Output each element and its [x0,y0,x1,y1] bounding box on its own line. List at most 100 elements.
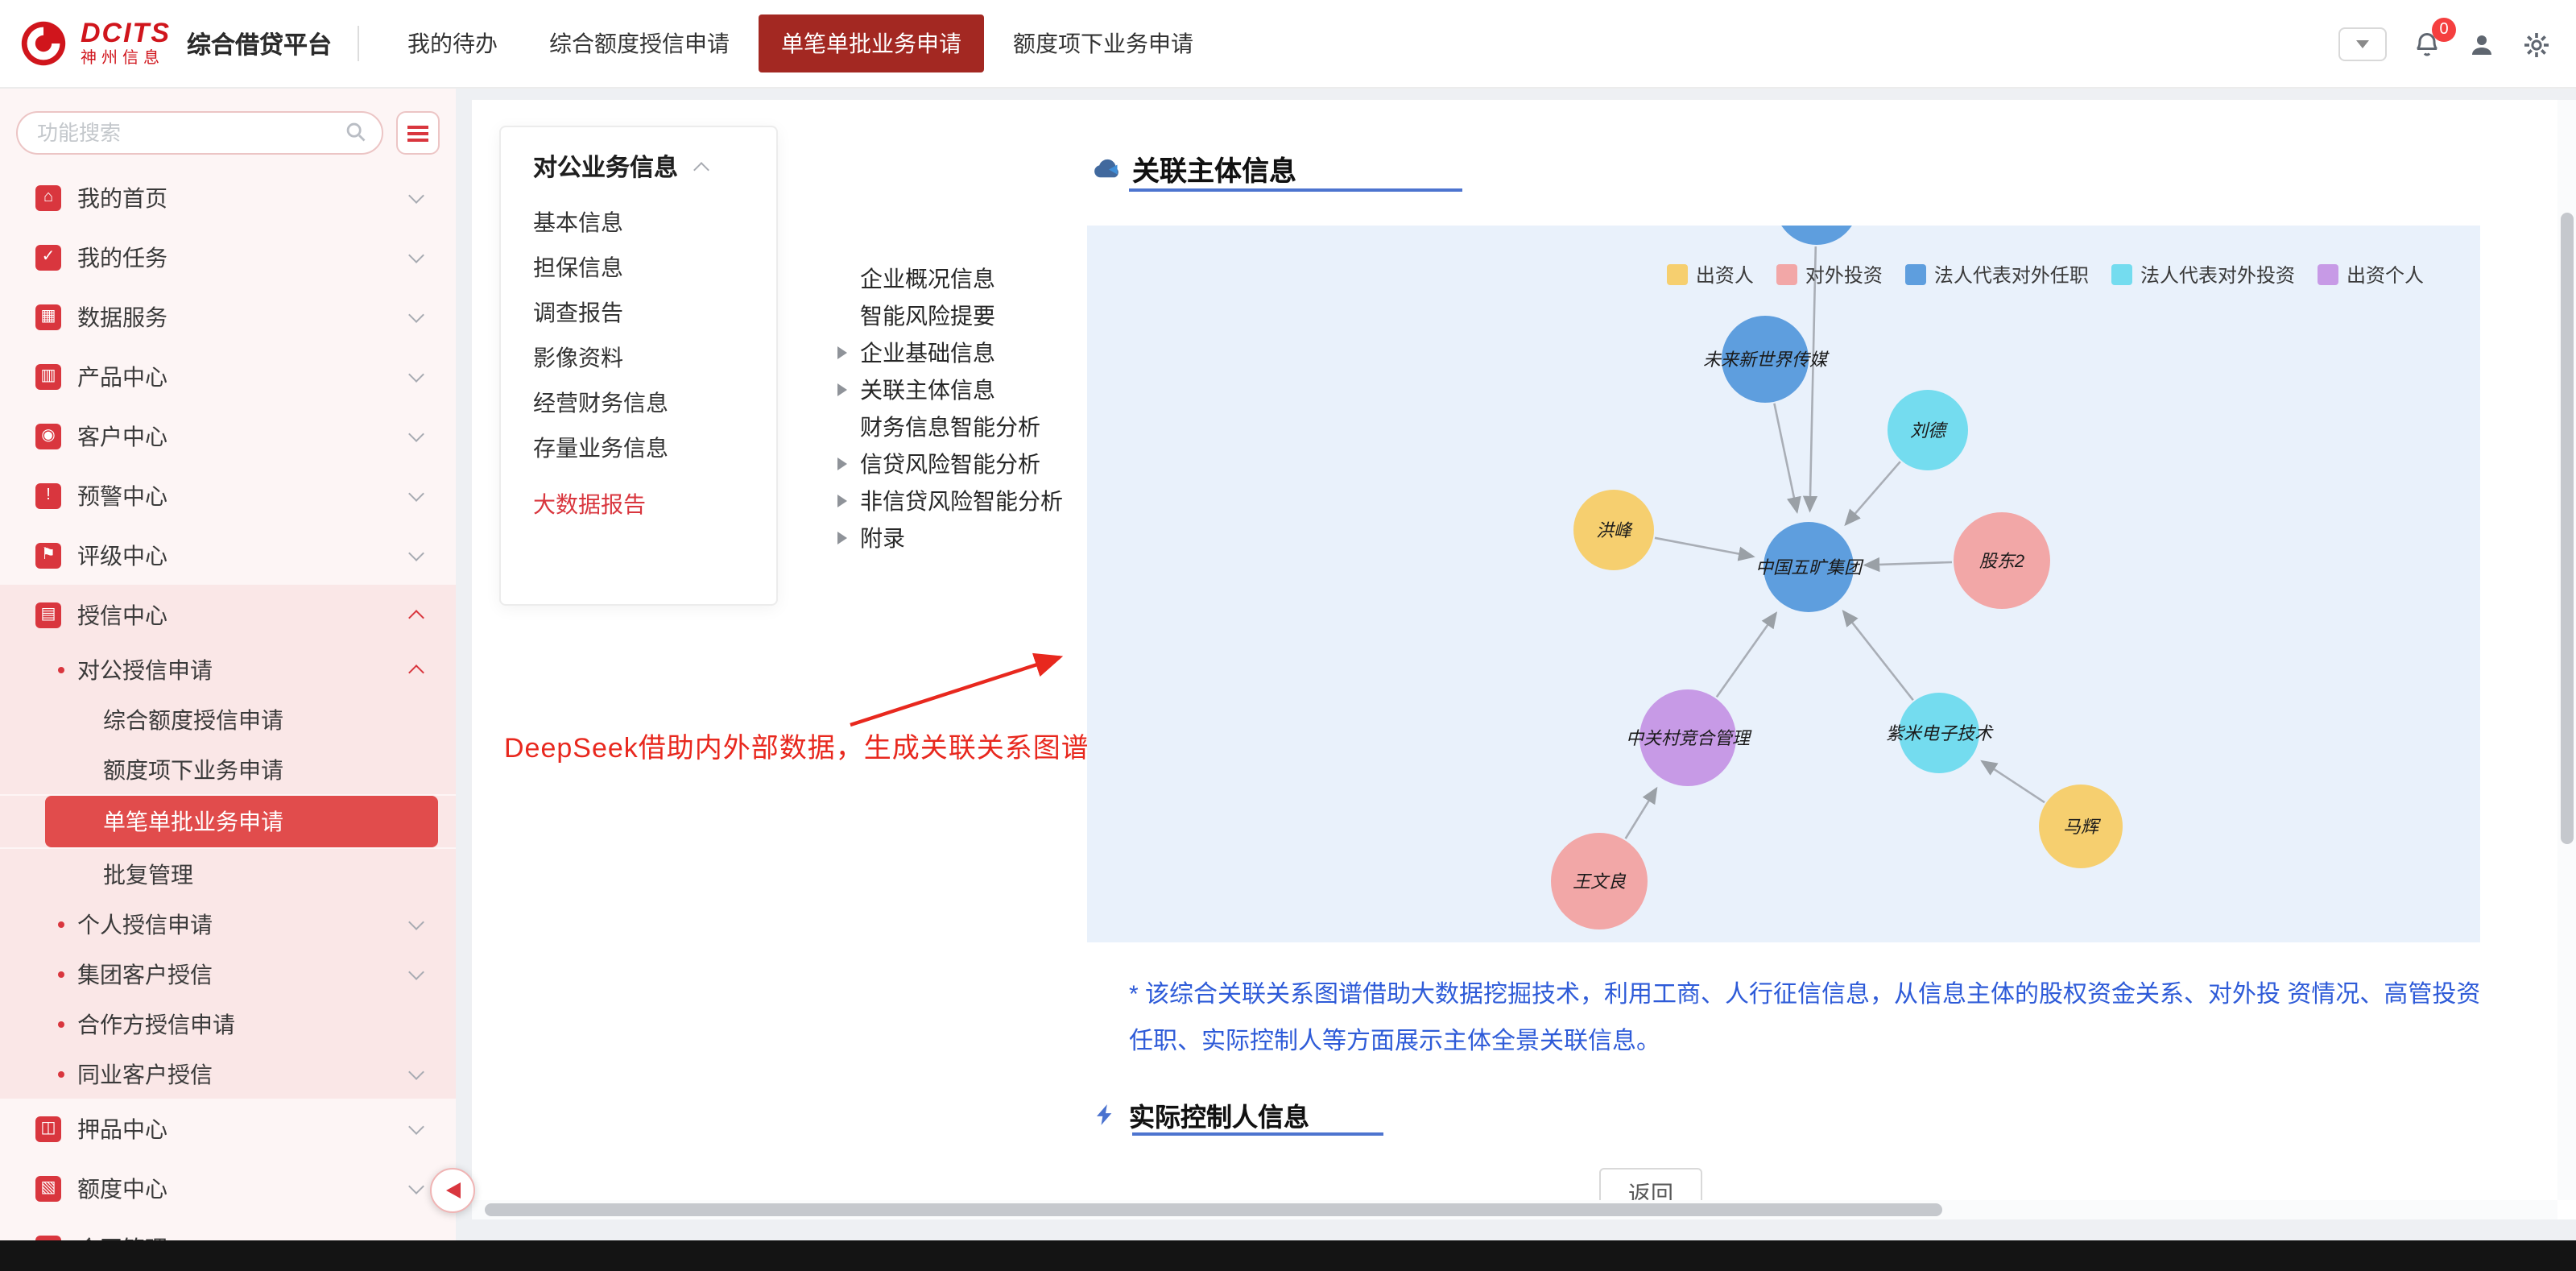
sidebar-item-collateral-center[interactable]: ◫ 押品中心 [0,1099,456,1158]
toc-noncredit-risk-smart-analysis[interactable]: 非信贷风险智能分析 [837,483,1063,520]
report-nav-image-materials[interactable]: 影像资料 [533,345,623,371]
platform-title: 综合借贷平台 [187,31,333,59]
user-profile-button[interactable] [2467,30,2496,59]
report-nav-investigation-report[interactable]: 调查报告 [533,300,623,325]
sidebar-item-approval-management[interactable]: 批复管理 [0,849,456,899]
sidebar-item-group-customer-credit[interactable]: 集团客户授信 [0,949,456,999]
sidebar-collapse-button[interactable] [430,1168,475,1213]
sidebar-item-tasks[interactable]: ✓ 我的任务 [0,227,456,287]
chevron-down-icon [409,369,424,383]
svg-text:王文良: 王文良 [1573,871,1627,892]
vertical-scrollbar-track[interactable] [2557,100,2576,1200]
top-nav-my-todo[interactable]: 我的待办 [407,31,498,56]
sidebar-item-single-batch-application[interactable]: 单笔单批业务申请 [45,796,438,847]
svg-text:未来新世界传媒: 未来新世界传媒 [1703,350,1830,370]
sidebar-item-product-center[interactable]: ▥ 产品中心 [0,346,456,406]
toc-related-entity-info[interactable]: 关联主体信息 [837,372,1063,409]
sidebar-item-partner-credit-application[interactable]: 合作方授信申请 [0,999,456,1049]
chevron-up-icon [409,662,424,677]
sidebar-item-customer-center[interactable]: ◉ 客户中心 [0,406,456,466]
sidebar-item-contract-management[interactable]: ✉ 合同管理 [0,1218,456,1240]
chevron-down-icon [409,1121,424,1136]
alert-icon: ! [35,482,61,508]
sidebar-item-interbank-customer-credit[interactable]: 同业客户授信 [0,1049,456,1099]
toc-financial-smart-analysis[interactable]: 财务信息智能分析 [860,414,1040,440]
legend-swatch-investor [1666,264,1688,285]
annotation-arrow [850,652,1064,727]
chevron-up-icon [694,159,709,174]
screen-bottom-edge [0,1240,2576,1271]
legend-item: 出资人 [1666,261,1754,288]
report-nav-operating-financial-info[interactable]: 经营财务信息 [533,390,668,416]
toc-enterprise-basic-info[interactable]: 企业基础信息 [837,335,1063,372]
report-card-title[interactable]: 对公业务信息 [501,127,776,200]
credit-icon: ▤ [35,602,61,627]
sidebar-item-corporate-credit-application[interactable]: 对公授信申请 [0,644,456,694]
section-underline [1132,1132,1383,1136]
home-icon: ⌂ [35,184,61,210]
vertical-scrollbar-thumb[interactable] [2561,213,2574,844]
toc-enterprise-overview[interactable]: 企业概况信息 [860,266,995,292]
report-nav-existing-business-info[interactable]: 存量业务信息 [533,435,668,461]
deepseek-annotation: DeepSeek借助内外部数据，生成关联关系图谱 [504,733,1090,764]
legend-swatch-legal-rep-investment [2111,264,2132,285]
bullet-icon [58,971,64,977]
cloud-icon [1094,159,1118,178]
report-section-card: 对公业务信息 基本信息 担保信息 调查报告 影像资料 经营财务信息 存量业务信息… [499,126,778,606]
notification-badge: 0 [2432,17,2456,41]
product-icon: ▥ [35,363,61,389]
chevron-down-icon [409,917,424,931]
rating-icon: ⚑ [35,542,61,568]
top-nav: 我的待办 综合额度授信申请 单笔单批业务申请 额度项下业务申请 [385,0,1222,88]
legend-swatch-individual-investor [2317,264,2338,285]
bullet-icon [58,666,64,673]
chevron-down-icon [409,428,424,443]
bell-icon [2417,32,2437,56]
sidebar-item-warning-center[interactable]: ! 预警中心 [0,466,456,525]
report-nav-big-data-report[interactable]: 大数据报告 [533,491,646,517]
section-related-entity-header: 关联主体信息 [1092,148,1296,188]
arrow-left-icon [445,1182,460,1199]
toc-appendix[interactable]: 附录 [837,520,1063,557]
legend-item: 出资个人 [2317,261,2424,288]
top-nav-single-batch-application[interactable]: 单笔单批业务申请 [759,14,985,72]
bolt-icon [1097,1104,1112,1125]
sidebar-item-comprehensive-limit-application[interactable]: 综合额度授信申请 [0,694,456,744]
section-title: 实际控制人信息 [1129,1105,1310,1132]
sidebar-item-credit-center[interactable]: ▤ 授信中心 [0,585,456,644]
report-toc: 企业概况信息 智能风险提要 企业基础信息 关联主体信息 财务信息智能分析 信贷风… [837,261,1063,557]
toc-credit-risk-smart-analysis[interactable]: 信贷风险智能分析 [837,446,1063,483]
menu-collapse-button[interactable] [396,111,440,155]
chevron-down-icon [409,548,424,562]
header-actions: 0 [2338,0,2551,89]
chevron-down-icon [409,250,424,264]
contract-icon: ✉ [35,1235,61,1240]
graph-canvas[interactable]: 未来新世界传媒刘德洪峰中国五旷集团股东2中关村竞合管理紫米电子技术王文良马辉 [1087,226,2480,942]
top-nav-under-limit-application[interactable]: 额度项下业务申请 [1013,31,1194,56]
svg-text:刘德: 刘德 [1910,420,1949,441]
sidebar-item-data-services[interactable]: ▦ 数据服务 [0,287,456,346]
chevron-down-icon [409,967,424,981]
report-nav-basic-info[interactable]: 基本信息 [533,209,623,235]
bullet-icon [58,921,64,927]
settings-button[interactable] [2522,30,2551,59]
svg-text:中关村竞合管理: 中关村竞合管理 [1626,728,1752,748]
data-icon: ▦ [35,304,61,329]
header-dropdown-button[interactable] [2338,27,2387,61]
toc-smart-risk-summary[interactable]: 智能风险提要 [860,303,995,329]
chevron-down-icon [409,488,424,503]
top-nav-comprehensive-limit-application[interactable]: 综合额度授信申请 [549,31,730,56]
horizontal-scrollbar-thumb[interactable] [485,1203,1942,1216]
sidebar-item-limit-center[interactable]: ▧ 额度中心 [0,1158,456,1218]
sidebar-item-rating-center[interactable]: ⚑ 评级中心 [0,525,456,585]
sidebar-item-home[interactable]: ⌂ 我的首页 [0,168,456,227]
sidebar-item-under-limit-application[interactable]: 额度项下业务申请 [0,744,456,794]
sidebar-item-personal-credit-application[interactable]: 个人授信申请 [0,899,456,949]
search-input[interactable] [16,111,383,155]
notification-bell-button[interactable]: 0 [2413,17,2456,59]
graph-footnote: * 该综合关联关系图谱借助大数据挖掘技术，利用工商、人行征信信息，从信息主体的股… [1129,981,2481,1055]
horizontal-scrollbar-track[interactable] [472,1200,2557,1219]
report-nav-guarantee-info[interactable]: 担保信息 [533,255,623,280]
